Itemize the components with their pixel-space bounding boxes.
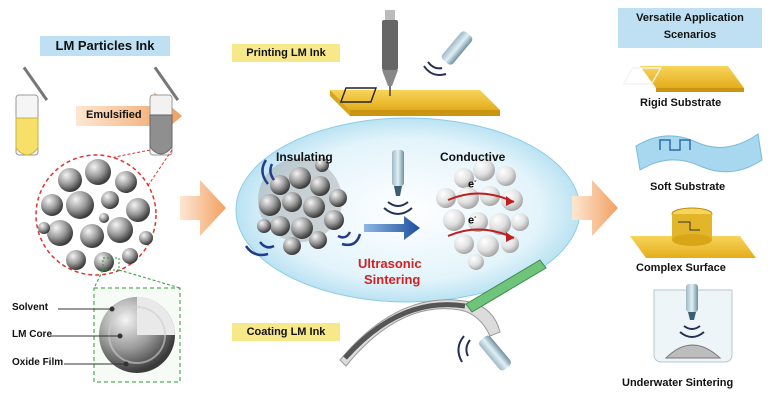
conductive-cluster: [436, 159, 529, 270]
complex-surface-image: [630, 207, 756, 258]
rigid-substrate-label: Rigid Substrate: [640, 97, 722, 109]
syringe-icon: [382, 10, 398, 96]
insulating-label: Insulating: [276, 150, 333, 164]
ultrasonic-probe-top-icon: [423, 31, 473, 76]
sound-wave-icon: [244, 159, 362, 257]
electron-label-2: e-: [468, 214, 477, 227]
versatile-application-title: Versatile Application Scenarios: [618, 8, 762, 48]
blade-icon: [465, 259, 547, 313]
emulsified-label: Emulsified: [86, 109, 142, 121]
test-tube-lm-icon: [15, 66, 49, 156]
lm-particles-ink-title: LM Particles Ink: [40, 36, 170, 56]
coating-surface: [339, 299, 501, 367]
sintering-label: Sintering: [364, 272, 421, 287]
coating-lm-ink-title: Coating LM Ink: [232, 323, 340, 341]
soft-substrate-image: [635, 133, 763, 173]
solvent-label: Solvent: [12, 302, 49, 313]
ultrasonic-label: Ultrasonic: [358, 256, 422, 271]
lm-core-label: LM Core: [12, 329, 52, 340]
core-shell-particle: [99, 297, 175, 373]
conductive-label: Conductive: [440, 150, 506, 164]
particles-circle: [35, 154, 157, 276]
printing-substrate: [330, 87, 500, 116]
underwater-sintering-label: Underwater Sintering: [622, 377, 734, 389]
ultrasonic-probe-bottom-icon: [457, 335, 511, 371]
test-tube-emulsion-icon: [149, 66, 180, 156]
insulating-cluster: [257, 158, 347, 255]
electron-label-1: e-: [468, 178, 477, 191]
arrow-to-center: [180, 180, 226, 236]
rigid-substrate-image: [622, 66, 744, 92]
complex-surface-label: Complex Surface: [636, 262, 726, 274]
underwater-beaker-image: [653, 284, 733, 363]
soft-substrate-label: Soft Substrate: [650, 181, 726, 193]
ultrasonic-probe-center-icon: [383, 150, 413, 215]
oxide-film-label: Oxide Film: [12, 357, 64, 368]
arrow-to-right: [572, 180, 618, 236]
sintering-arrow: [364, 216, 420, 240]
printing-lm-ink-title: Printing LM Ink: [232, 44, 340, 62]
